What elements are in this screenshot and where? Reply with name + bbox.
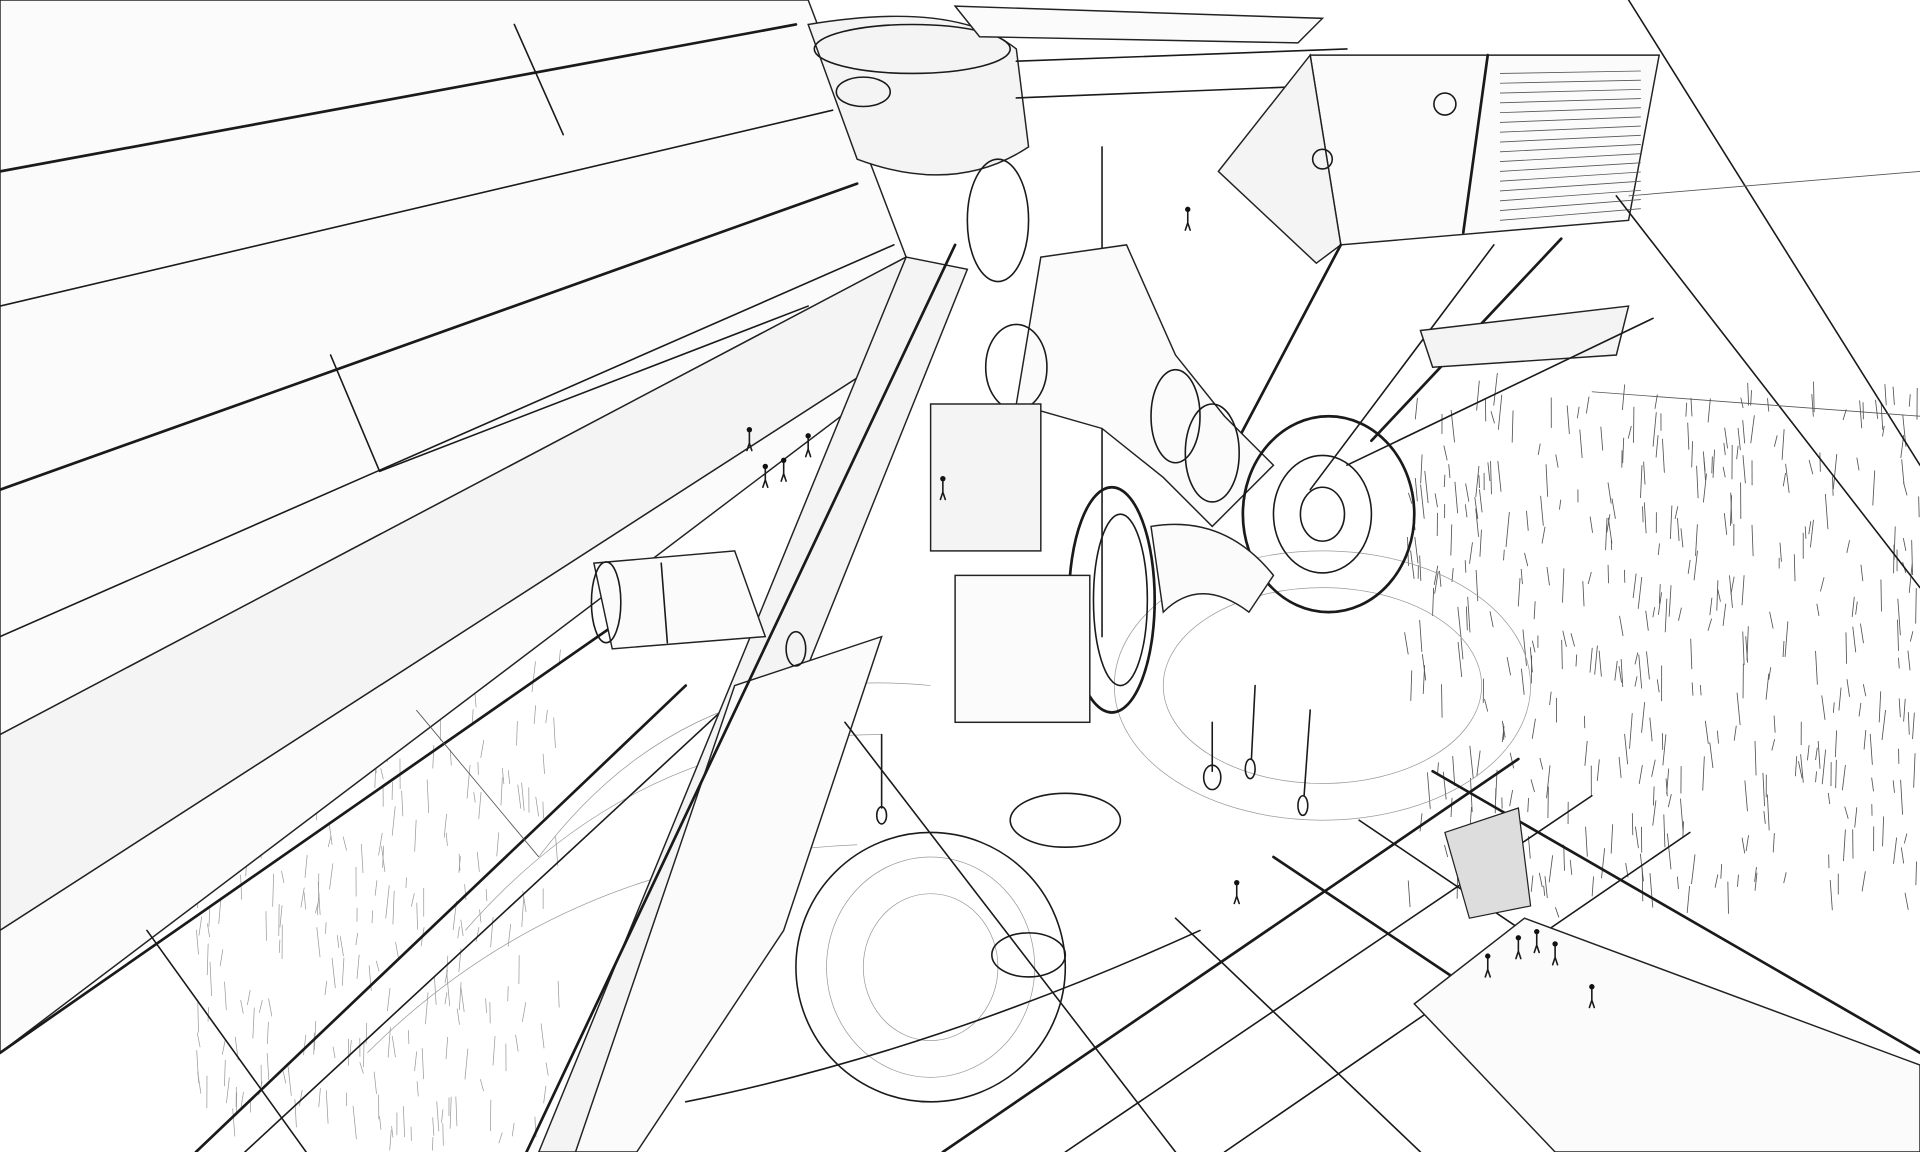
person-figure <box>762 463 768 470</box>
support-beams <box>525 146 1177 1152</box>
person-figure <box>1185 206 1191 213</box>
pipe-assembly <box>590 158 1416 724</box>
person-figure <box>780 457 787 464</box>
machine-housing <box>1217 53 1661 491</box>
glass-floor-grid <box>941 757 1920 1152</box>
people-figures <box>746 206 1596 1009</box>
person-figure <box>1515 935 1522 941</box>
right-structures <box>1346 0 1920 589</box>
person-figure <box>1234 879 1240 886</box>
hanging-chains <box>875 684 1311 825</box>
person-figure <box>1534 928 1540 935</box>
person-figure <box>1589 984 1595 990</box>
person-figure <box>805 433 811 439</box>
person-figure <box>746 427 753 433</box>
left-wall-panels <box>0 0 932 1152</box>
top-ring-platform <box>807 5 1348 176</box>
person-figure <box>1485 953 1491 959</box>
person-figure <box>940 475 946 482</box>
person-figure <box>1552 941 1558 947</box>
